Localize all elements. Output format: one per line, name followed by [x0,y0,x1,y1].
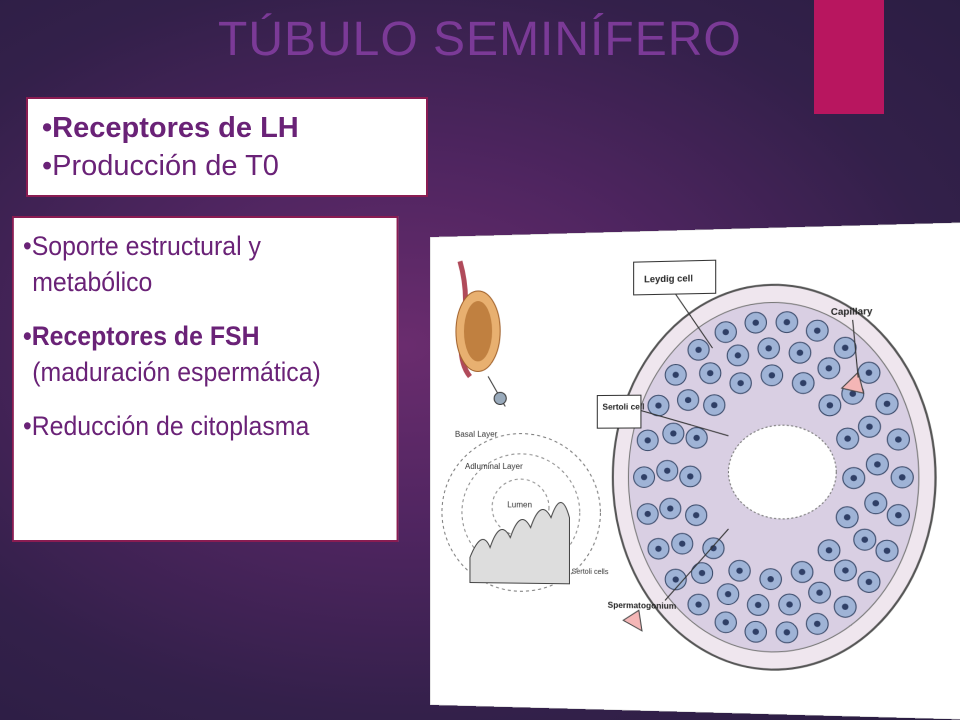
slide-title: TÚBULO SEMINÍFERO [218,13,742,66]
lh-receptors-text: •Receptores de LH [42,112,299,144]
cell-nucleus [895,512,902,519]
lh-box: •Receptores de LH •Producción de T0 [26,97,428,197]
capillary-label: Capillary [831,306,873,317]
cell-nucleus [898,474,906,481]
leydig-label: Leydig cell [644,273,693,284]
cell-nucleus [843,514,851,521]
cell-nucleus [825,547,833,554]
cell-nucleus [655,402,662,409]
cell-nucleus [861,536,869,543]
cell-nucleus [693,512,700,519]
support-text: •Soporte estructural y [23,231,261,261]
cell-nucleus [640,474,648,481]
cell-nucleus [895,436,902,443]
testis-sketch [456,260,506,407]
cell-nucleus [693,434,700,441]
t0-production-text: •Producción de T0 [42,150,279,182]
adluminal-layer-label: Adluminal Layer [465,462,523,471]
callouts: Leydig cell Capillary Sertoli cell Sperm… [597,256,873,611]
layer-diagram: Basal Layer Adluminal Layer Lumen Sertol… [442,430,609,592]
fsh-box: •Soporte estructural y metabólico •Recep… [12,216,399,542]
sertoli-label: Sertoli cell [602,402,644,412]
seminiferous-tubule-figure: Basal Layer Adluminal Layer Lumen Sertol… [430,221,960,720]
cell-nucleus [667,505,674,512]
cell-nucleus [883,547,891,554]
tubule-diagram: Basal Layer Adluminal Layer Lumen Sertol… [430,221,960,720]
cell-nucleus [679,540,686,547]
spermatogonium-label: Spermatogonium [608,601,677,611]
cell-nucleus [866,423,873,430]
cell-nucleus [644,437,651,444]
cell-nucleus [664,467,671,474]
cell-nucleus [826,402,834,409]
cell-nucleus [844,435,851,442]
cell-nucleus [711,401,718,409]
cell-nucleus [684,396,692,404]
cell-nucleus [874,461,881,468]
cell-nucleus [655,545,662,552]
support-text-cont: metabólico [32,267,153,297]
cell-nucleus [872,500,880,507]
tubule-cross-section [613,281,936,673]
cell-nucleus [687,473,694,480]
cell-nucleus [670,430,677,437]
maturation-text: (maduración espermática) [32,357,321,387]
basal-layer-label: Basal Layer [455,430,498,439]
cell-nucleus [883,400,891,408]
sertoli-cells-label: Sertoli cells [572,569,609,577]
fsh-receptors-text: •Receptores de FSH [23,321,260,351]
accent-bar [814,0,884,114]
lumen-label: Lumen [507,500,532,509]
cytoplasm-text: •Reducción de citoplasma [23,411,310,441]
cell-nucleus [644,510,651,518]
cell-nucleus [850,474,858,482]
